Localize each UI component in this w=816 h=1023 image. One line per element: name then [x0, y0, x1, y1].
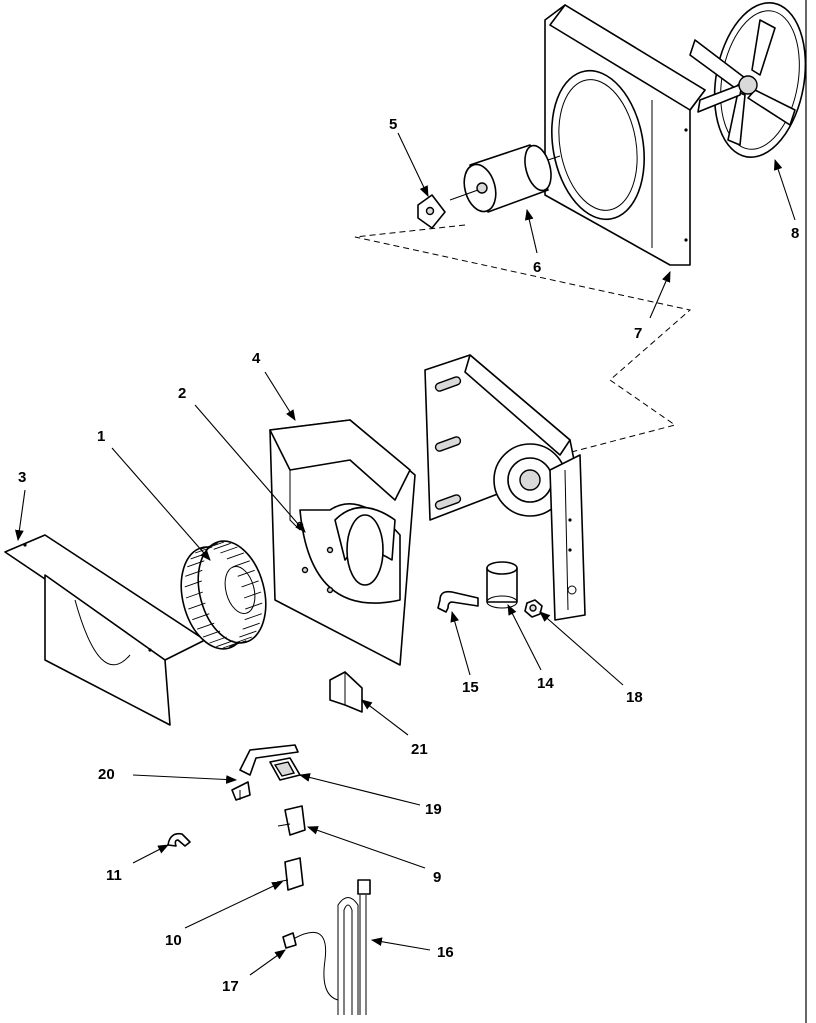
callout-21: 21: [411, 741, 428, 758]
callout-10: 10: [165, 932, 182, 949]
callout-17: 17: [222, 978, 239, 995]
part-nut: [524, 599, 543, 618]
callout-19: 19: [425, 801, 442, 818]
callout-16: 16: [437, 944, 454, 961]
part-scroll-housing: [269, 419, 416, 666]
part-bracket-clip: [329, 671, 363, 713]
part-thermal-fuse: [282, 931, 339, 1001]
callout-labels: 1 2 3 4 5 6 7 8 9 10 11 14 15 16 17 18 1…: [18, 116, 799, 995]
part-top-cover: [4, 534, 206, 726]
callout-9: 9: [433, 869, 441, 886]
part-switch: [269, 757, 301, 781]
callout-18: 18: [626, 689, 643, 706]
part-fan-blade: [689, 2, 807, 158]
part-spring-clip: [167, 832, 191, 847]
part-control-rod: [231, 744, 299, 801]
leader-lines: [15, 132, 796, 976]
part-heater-element: [337, 879, 371, 1015]
callout-15: 15: [462, 679, 479, 696]
callout-14: 14: [537, 675, 554, 692]
part-blower-wheel: [180, 540, 267, 650]
callout-1: 1: [97, 428, 105, 445]
assembly-dash-line: [354, 224, 692, 456]
part-motor-mount: [417, 194, 446, 229]
part-fan-shroud: [544, 4, 706, 266]
part-capacitor-strap: [437, 590, 479, 613]
callout-6: 6: [533, 259, 541, 276]
part-fan-motor: [449, 144, 561, 213]
part-relay: [276, 857, 304, 891]
callout-8: 8: [791, 225, 799, 242]
part-capacitor: [486, 561, 518, 609]
callout-2: 2: [178, 385, 186, 402]
callout-20: 20: [98, 766, 115, 783]
callout-11: 11: [106, 867, 122, 884]
callout-3: 3: [18, 469, 26, 486]
part-thermostat: [277, 805, 306, 836]
part-motor-bracket: [424, 354, 586, 621]
callout-4: 4: [252, 350, 261, 367]
callout-5: 5: [389, 116, 397, 133]
callout-7: 7: [634, 325, 642, 342]
